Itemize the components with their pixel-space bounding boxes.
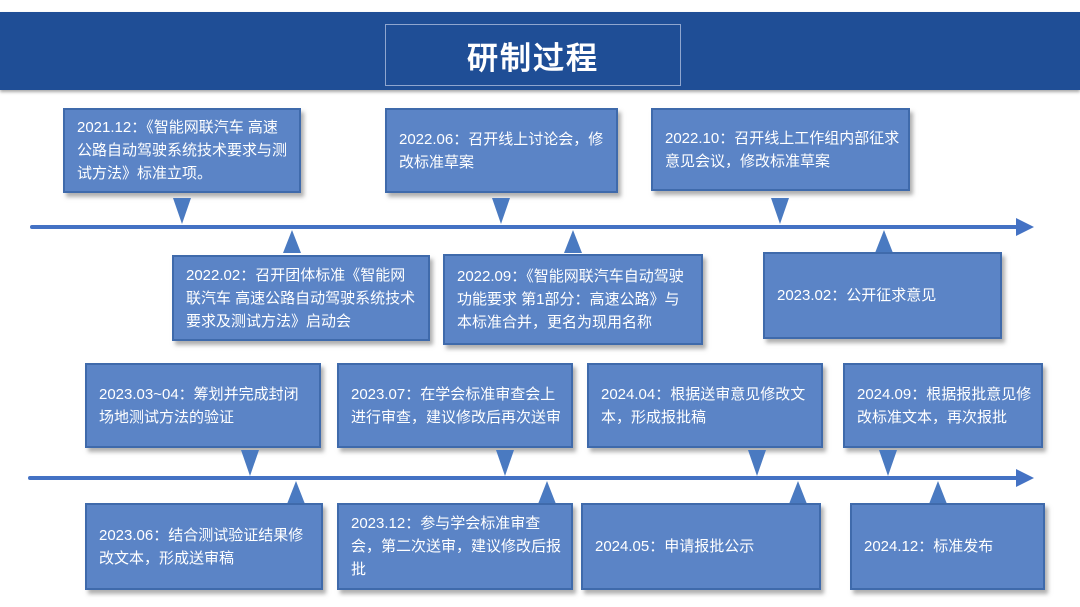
- milestone-text: 2022.02：召开团体标准《智能网联汽车 高速公路自动驾驶系统技术要求及测试方…: [186, 264, 420, 333]
- timeline-marker-down-icon: [496, 450, 514, 476]
- milestone-box-2024-09: 2024.09：根据报批意见修改标准文本，再次报批: [843, 363, 1043, 448]
- timeline-marker-up-icon: [789, 481, 807, 504]
- milestone-text: 2022.10：召开线上工作组内部征求意见会议，修改标准草案: [665, 127, 900, 173]
- milestone-box-2023-02: 2023.02：公开征求意见: [763, 252, 1002, 339]
- milestone-text: 2024.12：标准发布: [864, 535, 1035, 558]
- milestone-desc: 标准发布: [933, 538, 994, 555]
- milestone-box-2022-09: 2022.09：《智能网联汽车自动驾驶功能要求 第1部分：高速公路》与本标准合并…: [443, 254, 703, 345]
- slide-title: 研制过程: [467, 40, 599, 76]
- timeline-2-arrowhead-icon: [1016, 469, 1034, 487]
- milestone-box-2024-12: 2024.12：标准发布: [850, 503, 1045, 590]
- milestone-desc: 参与学会标准审查会，第二次送审，建议修改后报批: [351, 515, 562, 578]
- milestone-desc: 申请报批公示: [664, 538, 755, 555]
- milestone-desc: 召开团体标准《智能网联汽车 高速公路自动驾驶系统技术要求及测试方法》启动会: [186, 266, 416, 330]
- timeline-marker-down-icon: [173, 198, 191, 224]
- milestone-date: 2023.07：: [351, 385, 421, 403]
- milestone-desc: 公开征求意见: [846, 287, 937, 304]
- milestone-date: 2024.04：: [601, 385, 671, 403]
- timeline-marker-up-icon: [538, 481, 556, 504]
- milestone-date: 2024.05：: [595, 538, 665, 555]
- milestone-date: 2022.10：: [665, 129, 735, 147]
- milestone-date: 2022.06：: [399, 130, 469, 148]
- milestone-desc: 《智能网联汽车 高速公路自动驾驶系统技术要求与测试方法》标准立项。: [77, 119, 288, 182]
- timeline-marker-up-icon: [875, 230, 893, 253]
- timeline-marker-up-icon: [564, 230, 582, 253]
- milestone-text: 2023.07：在学会标准审查会上进行审查，建议修改后再次送审: [351, 383, 563, 429]
- slide-title-box: 研制过程: [385, 24, 681, 86]
- timeline-marker-up-icon: [287, 481, 305, 504]
- milestone-text: 2024.09：根据报批意见修改标准文本，再次报批: [857, 383, 1033, 429]
- milestone-desc: 召开线上工作组内部征求意见会议，修改标准草案: [665, 129, 900, 170]
- milestone-text: 2023.03~04：筹划并完成封闭场地测试方法的验证: [99, 383, 311, 429]
- milestone-desc: 召开线上讨论会，修改标准草案: [399, 130, 604, 171]
- milestone-text: 2023.02：公开征求意见: [777, 284, 992, 307]
- milestone-box-2023-03-04: 2023.03~04：筹划并完成封闭场地测试方法的验证: [85, 363, 321, 448]
- milestone-box-2023-06: 2023.06：结合测试验证结果修改文本，形成送审稿: [85, 503, 323, 590]
- milestone-text: 2021.12：《智能网联汽车 高速公路自动驾驶系统技术要求与测试方法》标准立项…: [77, 116, 291, 185]
- milestone-box-2022-10: 2022.10：召开线上工作组内部征求意见会议，修改标准草案: [651, 108, 910, 191]
- milestone-date: 2023.06：: [99, 526, 169, 544]
- timeline-1-axis: [30, 225, 1018, 229]
- milestone-box-2024-04: 2024.04：根据送审意见修改文本，形成报批稿: [587, 363, 823, 448]
- milestone-box-2022-02: 2022.02：召开团体标准《智能网联汽车 高速公路自动驾驶系统技术要求及测试方…: [172, 255, 430, 341]
- timeline-marker-down-icon: [492, 198, 510, 224]
- milestone-text: 2023.12：参与学会标准审查会，第二次送审，建议修改后报批: [351, 512, 563, 581]
- milestone-text: 2023.06：结合测试验证结果修改文本，形成送审稿: [99, 524, 313, 570]
- timeline-marker-up-icon: [929, 481, 947, 504]
- timeline-marker-down-icon: [241, 450, 259, 476]
- header-bar: 研制过程: [0, 12, 1080, 90]
- timeline-marker-down-icon: [879, 450, 897, 476]
- milestone-desc: 结合测试验证结果修改文本，形成送审稿: [99, 526, 304, 567]
- timeline-marker-down-icon: [748, 450, 766, 476]
- milestone-box-2021-12: 2021.12：《智能网联汽车 高速公路自动驾驶系统技术要求与测试方法》标准立项…: [63, 108, 301, 193]
- milestone-text: 2024.05：申请报批公示: [595, 535, 811, 558]
- timeline-marker-up-icon: [283, 230, 301, 253]
- timeline-1-arrowhead-icon: [1016, 218, 1034, 236]
- milestone-date: 2024.09：: [857, 385, 927, 403]
- milestone-date: 2022.09：: [457, 268, 527, 285]
- milestone-date: 2023.12：: [351, 515, 421, 532]
- milestone-text: 2022.09：《智能网联汽车自动驾驶功能要求 第1部分：高速公路》与本标准合并…: [457, 265, 693, 334]
- milestone-desc: 《智能网联汽车自动驾驶功能要求 第1部分：高速公路》与本标准合并，更名为现用名称: [457, 268, 684, 331]
- milestone-date: 2022.02：: [186, 266, 256, 284]
- milestone-desc: 筹划并完成封闭场地测试方法的验证: [99, 385, 299, 426]
- milestone-box-2023-12: 2023.12：参与学会标准审查会，第二次送审，建议修改后报批: [337, 503, 573, 590]
- milestone-box-2024-05: 2024.05：申请报批公示: [581, 503, 821, 590]
- milestone-date: 2021.12：: [77, 119, 147, 136]
- milestone-text: 2022.06：召开线上讨论会，修改标准草案: [399, 128, 608, 174]
- milestone-box-2022-06: 2022.06：召开线上讨论会，修改标准草案: [385, 108, 618, 193]
- milestone-desc: 根据送审意见修改文本，形成报批稿: [601, 385, 806, 426]
- milestone-date: 2024.12：: [864, 538, 934, 555]
- milestone-desc: 根据报批意见修改标准文本，再次报批: [857, 385, 1032, 426]
- milestone-text: 2024.04：根据送审意见修改文本，形成报批稿: [601, 383, 813, 429]
- milestone-desc: 在学会标准审查会上进行审查，建议修改后再次送审: [351, 385, 562, 426]
- timeline-2-axis: [28, 476, 1018, 480]
- milestone-box-2023-07: 2023.07：在学会标准审查会上进行审查，建议修改后再次送审: [337, 363, 573, 448]
- timeline-marker-down-icon: [771, 198, 789, 224]
- milestone-date: 2023.03~04：: [99, 385, 194, 403]
- milestone-date: 2023.02：: [777, 287, 847, 304]
